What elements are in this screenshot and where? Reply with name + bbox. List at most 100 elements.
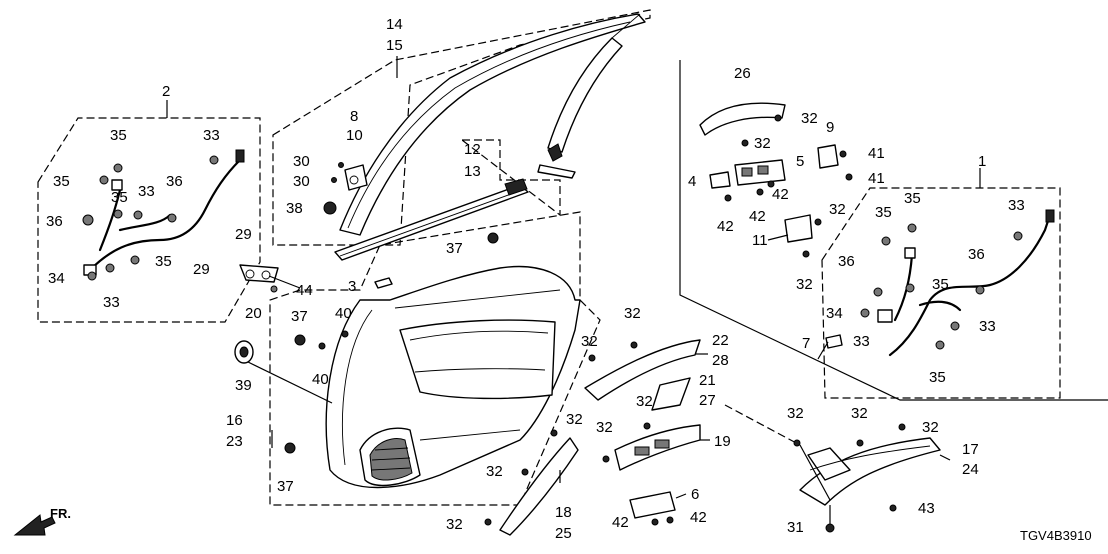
callout-label: 14 [386, 16, 403, 33]
callout-label: 28 [712, 352, 729, 369]
group-outlines [37, 9, 1061, 506]
callout-label: 43 [918, 500, 935, 517]
callout-label: 35 [111, 189, 128, 206]
callout-label: 37 [446, 240, 463, 257]
molding-group-12-outline [460, 139, 561, 217]
diagram-code: TGV4B3910 [1020, 528, 1092, 543]
bracket-11 [784, 214, 813, 243]
callout-label: 17 [962, 441, 979, 458]
glass-run-channel [339, 13, 646, 236]
callout-label: 30 [293, 173, 310, 190]
callout-label: 42 [772, 186, 789, 203]
callout-label: 2 [162, 83, 170, 100]
armrest-group-outline [724, 404, 801, 446]
callout-label: 9 [826, 119, 834, 136]
glass-run-group-14-outline [272, 9, 651, 246]
callout-label: 35 [875, 204, 892, 221]
callout-label: 25 [555, 525, 572, 542]
callout-label: 44 [296, 282, 313, 299]
callout-label: 37 [291, 308, 308, 325]
belt-molding [334, 178, 529, 261]
switch-panel-26 [699, 102, 786, 136]
clip-3 [374, 277, 393, 289]
callout-label: 21 [699, 372, 716, 389]
callout-label: 32 [829, 201, 846, 218]
callout-label: 5 [796, 153, 804, 170]
callout-label: 31 [787, 519, 804, 536]
harness-group-2-outline [37, 117, 261, 323]
callout-label: 10 [346, 127, 363, 144]
direction-label: FR. [50, 506, 71, 521]
clip-7 [825, 334, 843, 349]
callout-label: 38 [286, 200, 303, 217]
callout-label: 35 [53, 173, 70, 190]
inner-handle-bracket [239, 264, 279, 283]
callout-label: 20 [245, 305, 262, 322]
callout-label: 11 [752, 232, 768, 249]
callout-label: 39 [235, 377, 252, 394]
callout-label: 26 [734, 65, 751, 82]
door-handle-39 [234, 340, 254, 364]
callout-label: 33 [203, 127, 220, 144]
callout-label: 36 [166, 173, 183, 190]
callout-label: 32 [596, 419, 613, 436]
right-group-bracket [679, 60, 1108, 401]
callout-label: 35 [904, 190, 921, 207]
callout-label: 32 [801, 110, 818, 127]
callout-label: 18 [555, 504, 572, 521]
switch-4 [709, 171, 731, 189]
callout-label: 32 [446, 516, 463, 533]
callout-label: 8 [350, 108, 358, 125]
callout-label: 19 [714, 433, 731, 450]
callout-label: 33 [1008, 197, 1025, 214]
callout-label: 37 [277, 478, 294, 495]
callout-label: 3 [348, 278, 356, 295]
callout-label: 35 [929, 369, 946, 386]
callout-label: 32 [566, 411, 583, 428]
callout-label: 6 [691, 486, 699, 503]
callout-label: 33 [979, 318, 996, 335]
callout-label: 40 [335, 305, 352, 322]
callout-label: 36 [838, 253, 855, 270]
callout-label: 34 [826, 305, 843, 322]
callout-label: 42 [717, 218, 734, 235]
callout-label: 42 [612, 514, 629, 531]
callout-label: 32 [787, 405, 804, 422]
fasteners [82, 114, 1023, 526]
callout-label: 13 [464, 163, 481, 180]
garnish-22 [584, 339, 701, 401]
callout-label: 4 [688, 173, 696, 190]
callout-label-42-right: 42 [690, 509, 707, 526]
switch-6 [629, 491, 676, 519]
front-direction-arrow: FR. [13, 506, 71, 536]
bolt-31 [825, 505, 835, 533]
callout-label: 12 [464, 141, 481, 158]
callout-label: 32 [624, 305, 641, 322]
garnish-21 [651, 377, 691, 411]
callout-label: 32 [486, 463, 503, 480]
callout-label: 32 [922, 419, 939, 436]
callout-label: 32 [636, 393, 653, 410]
callout-label: 23 [226, 433, 243, 450]
callout-label: 41 [868, 145, 885, 162]
callout-label: 35 [155, 253, 172, 270]
mirror-bracket [344, 164, 368, 191]
callout-label: 24 [962, 461, 979, 478]
callout-labels: 1 2 3 4 5 6 7 8 9 10 11 12 13 14 15 16 1… [46, 16, 1025, 542]
callout-label: 36 [968, 246, 985, 263]
callout-label: 22 [712, 332, 729, 349]
wire-harness-2 [83, 149, 245, 276]
harness-group-1-outline [821, 187, 1061, 399]
callout-label: 41 [868, 170, 885, 187]
panel-group-16-outline [269, 211, 601, 506]
callout-label: 1 [978, 153, 986, 170]
callout-label: 40 [312, 371, 329, 388]
armrest-17 [799, 437, 941, 506]
callout-label: 16 [226, 412, 243, 429]
callout-label: 32 [754, 135, 771, 152]
part-9 [817, 144, 839, 169]
callout-label: 7 [802, 335, 810, 352]
callout-label: 36 [46, 213, 63, 230]
callout-label: 33 [103, 294, 120, 311]
